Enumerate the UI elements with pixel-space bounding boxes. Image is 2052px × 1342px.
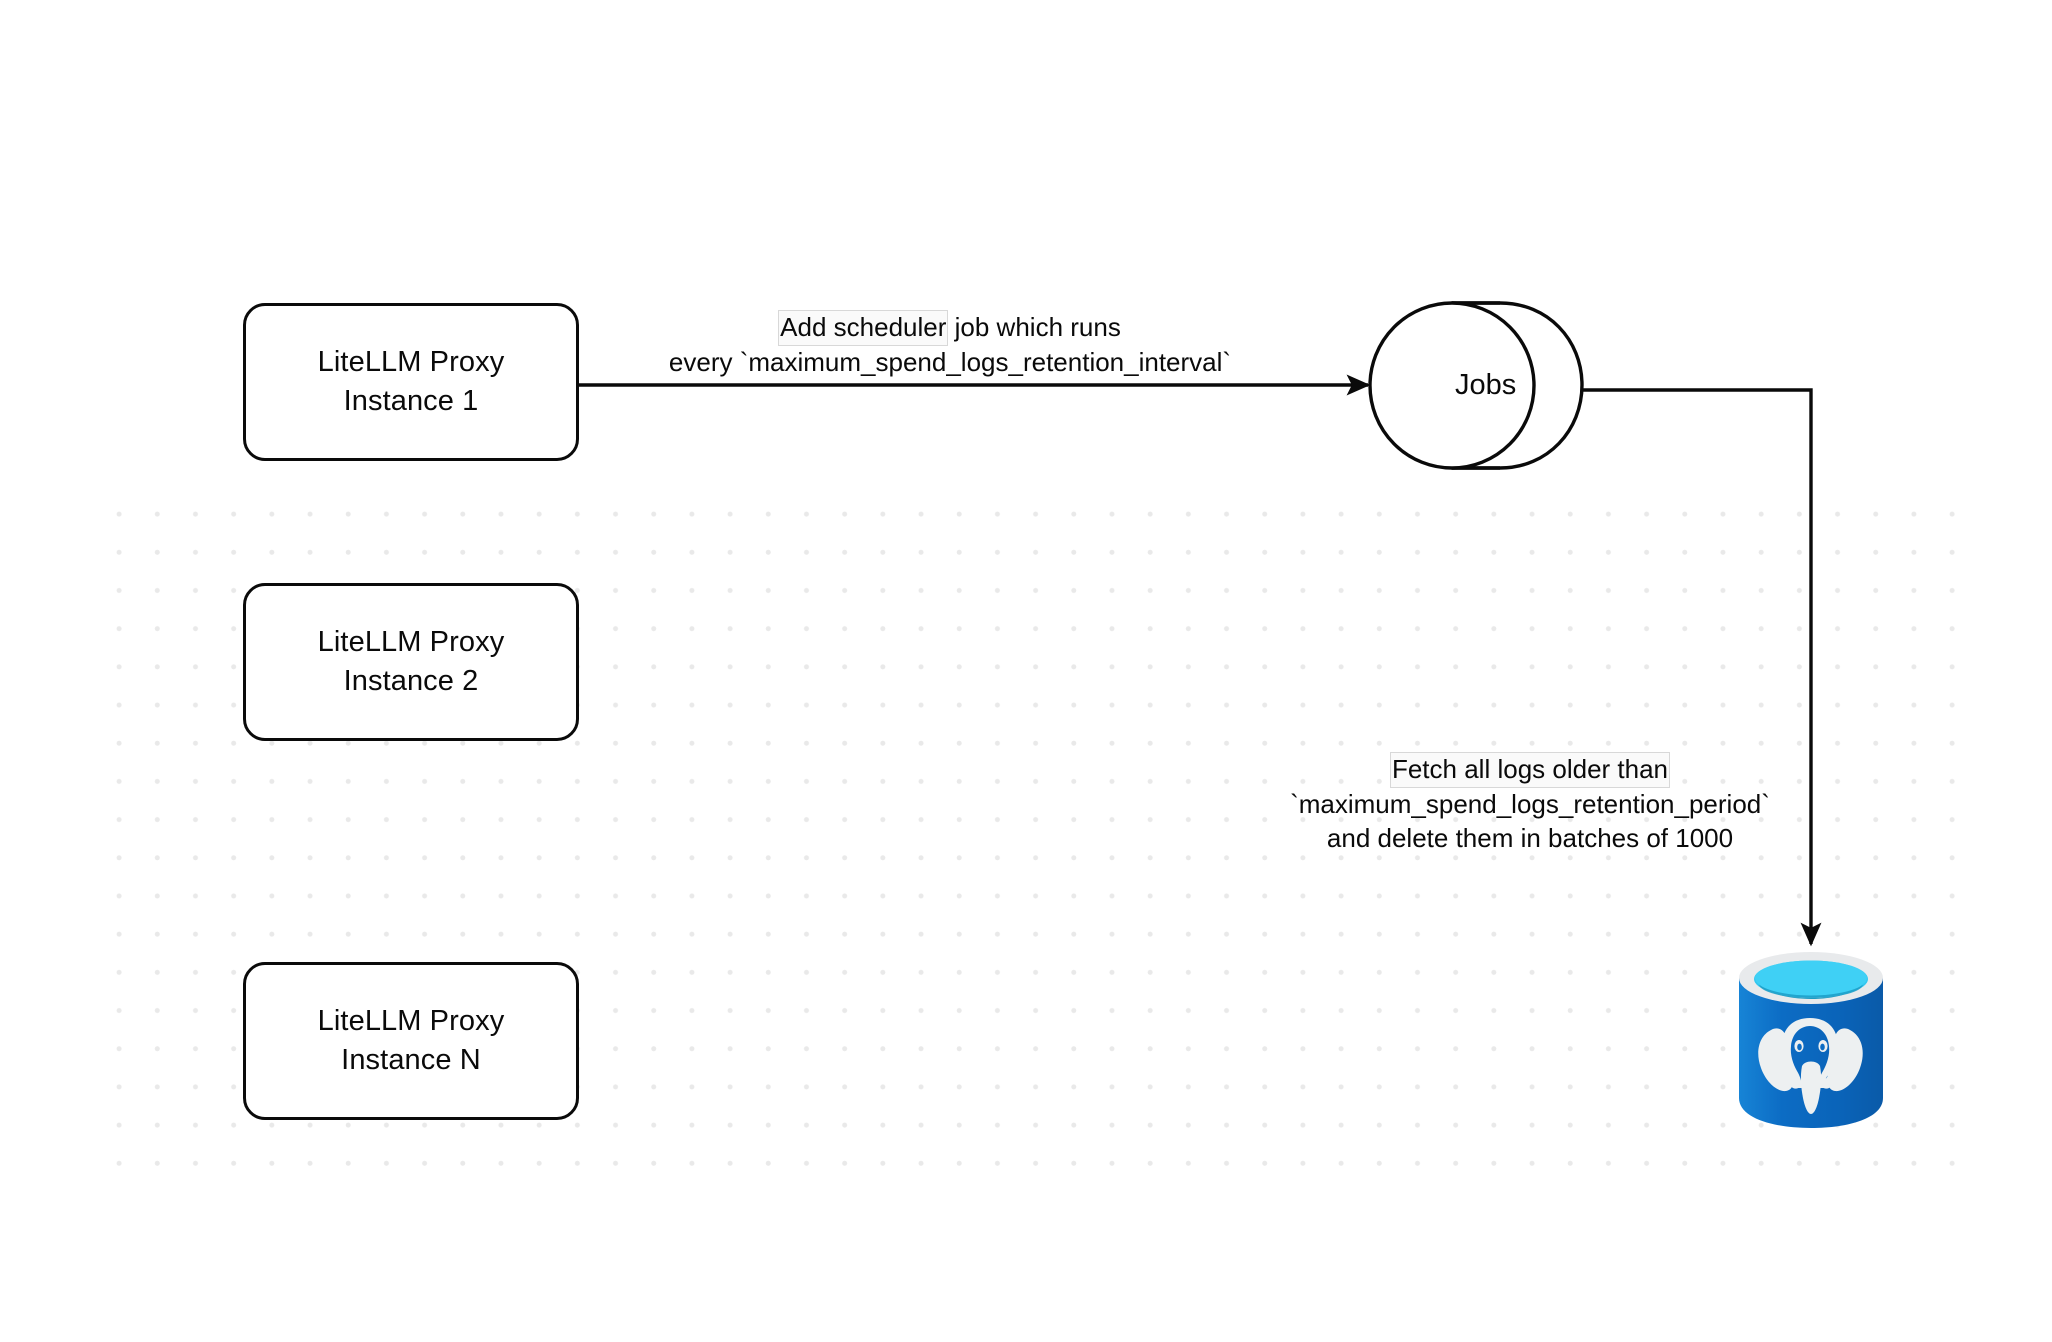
postgresql-database-icon[interactable]: [1733, 948, 1889, 1134]
node-label-line2: Instance N: [341, 1044, 481, 1076]
node-litellm-proxy-instance-1[interactable]: LiteLLM Proxy Instance 1: [243, 303, 579, 461]
edge-label-scheduler-line1: Add scheduler job which runs: [600, 310, 1300, 346]
edge-label-scheduler-line2: every `maximum_spend_logs_retention_inte…: [668, 346, 1232, 377]
edge-label-highlight: Fetch all logs older than: [1389, 752, 1671, 788]
node-label-jobs: Jobs: [1455, 369, 1517, 401]
edge-label-scheduler-line1-rest: job which runs: [947, 312, 1121, 342]
node-label-line2: Instance 1: [343, 385, 479, 417]
edge-label-fetch-line3: and delete them in batches of 1000: [1326, 822, 1734, 853]
edge-label-fetch-line2: `maximum_spend_logs_retention_period`: [1290, 788, 1770, 819]
node-litellm-proxy-instance-2[interactable]: LiteLLM Proxy Instance 2: [243, 583, 579, 741]
edge-label-fetch-line1-wrap: Fetch all logs older than: [1240, 752, 1820, 788]
node-label-line1: LiteLLM Proxy: [317, 626, 505, 659]
elephant-glyph: [1758, 1018, 1863, 1114]
node-label-line1: LiteLLM Proxy: [317, 346, 505, 379]
edge-label-highlight: Add scheduler: [778, 310, 949, 346]
edge-label-scheduler: Add scheduler job which runs every `maxi…: [600, 310, 1300, 380]
edge-label-fetch: Fetch all logs older than `maximum_spend…: [1240, 752, 1820, 855]
node-label-line2: Instance 2: [343, 665, 479, 697]
edge-jobs-to-database: [1582, 388, 1822, 947]
node-litellm-proxy-instance-n[interactable]: LiteLLM Proxy Instance N: [243, 962, 579, 1120]
node-label-line1: LiteLLM Proxy: [317, 1005, 505, 1038]
